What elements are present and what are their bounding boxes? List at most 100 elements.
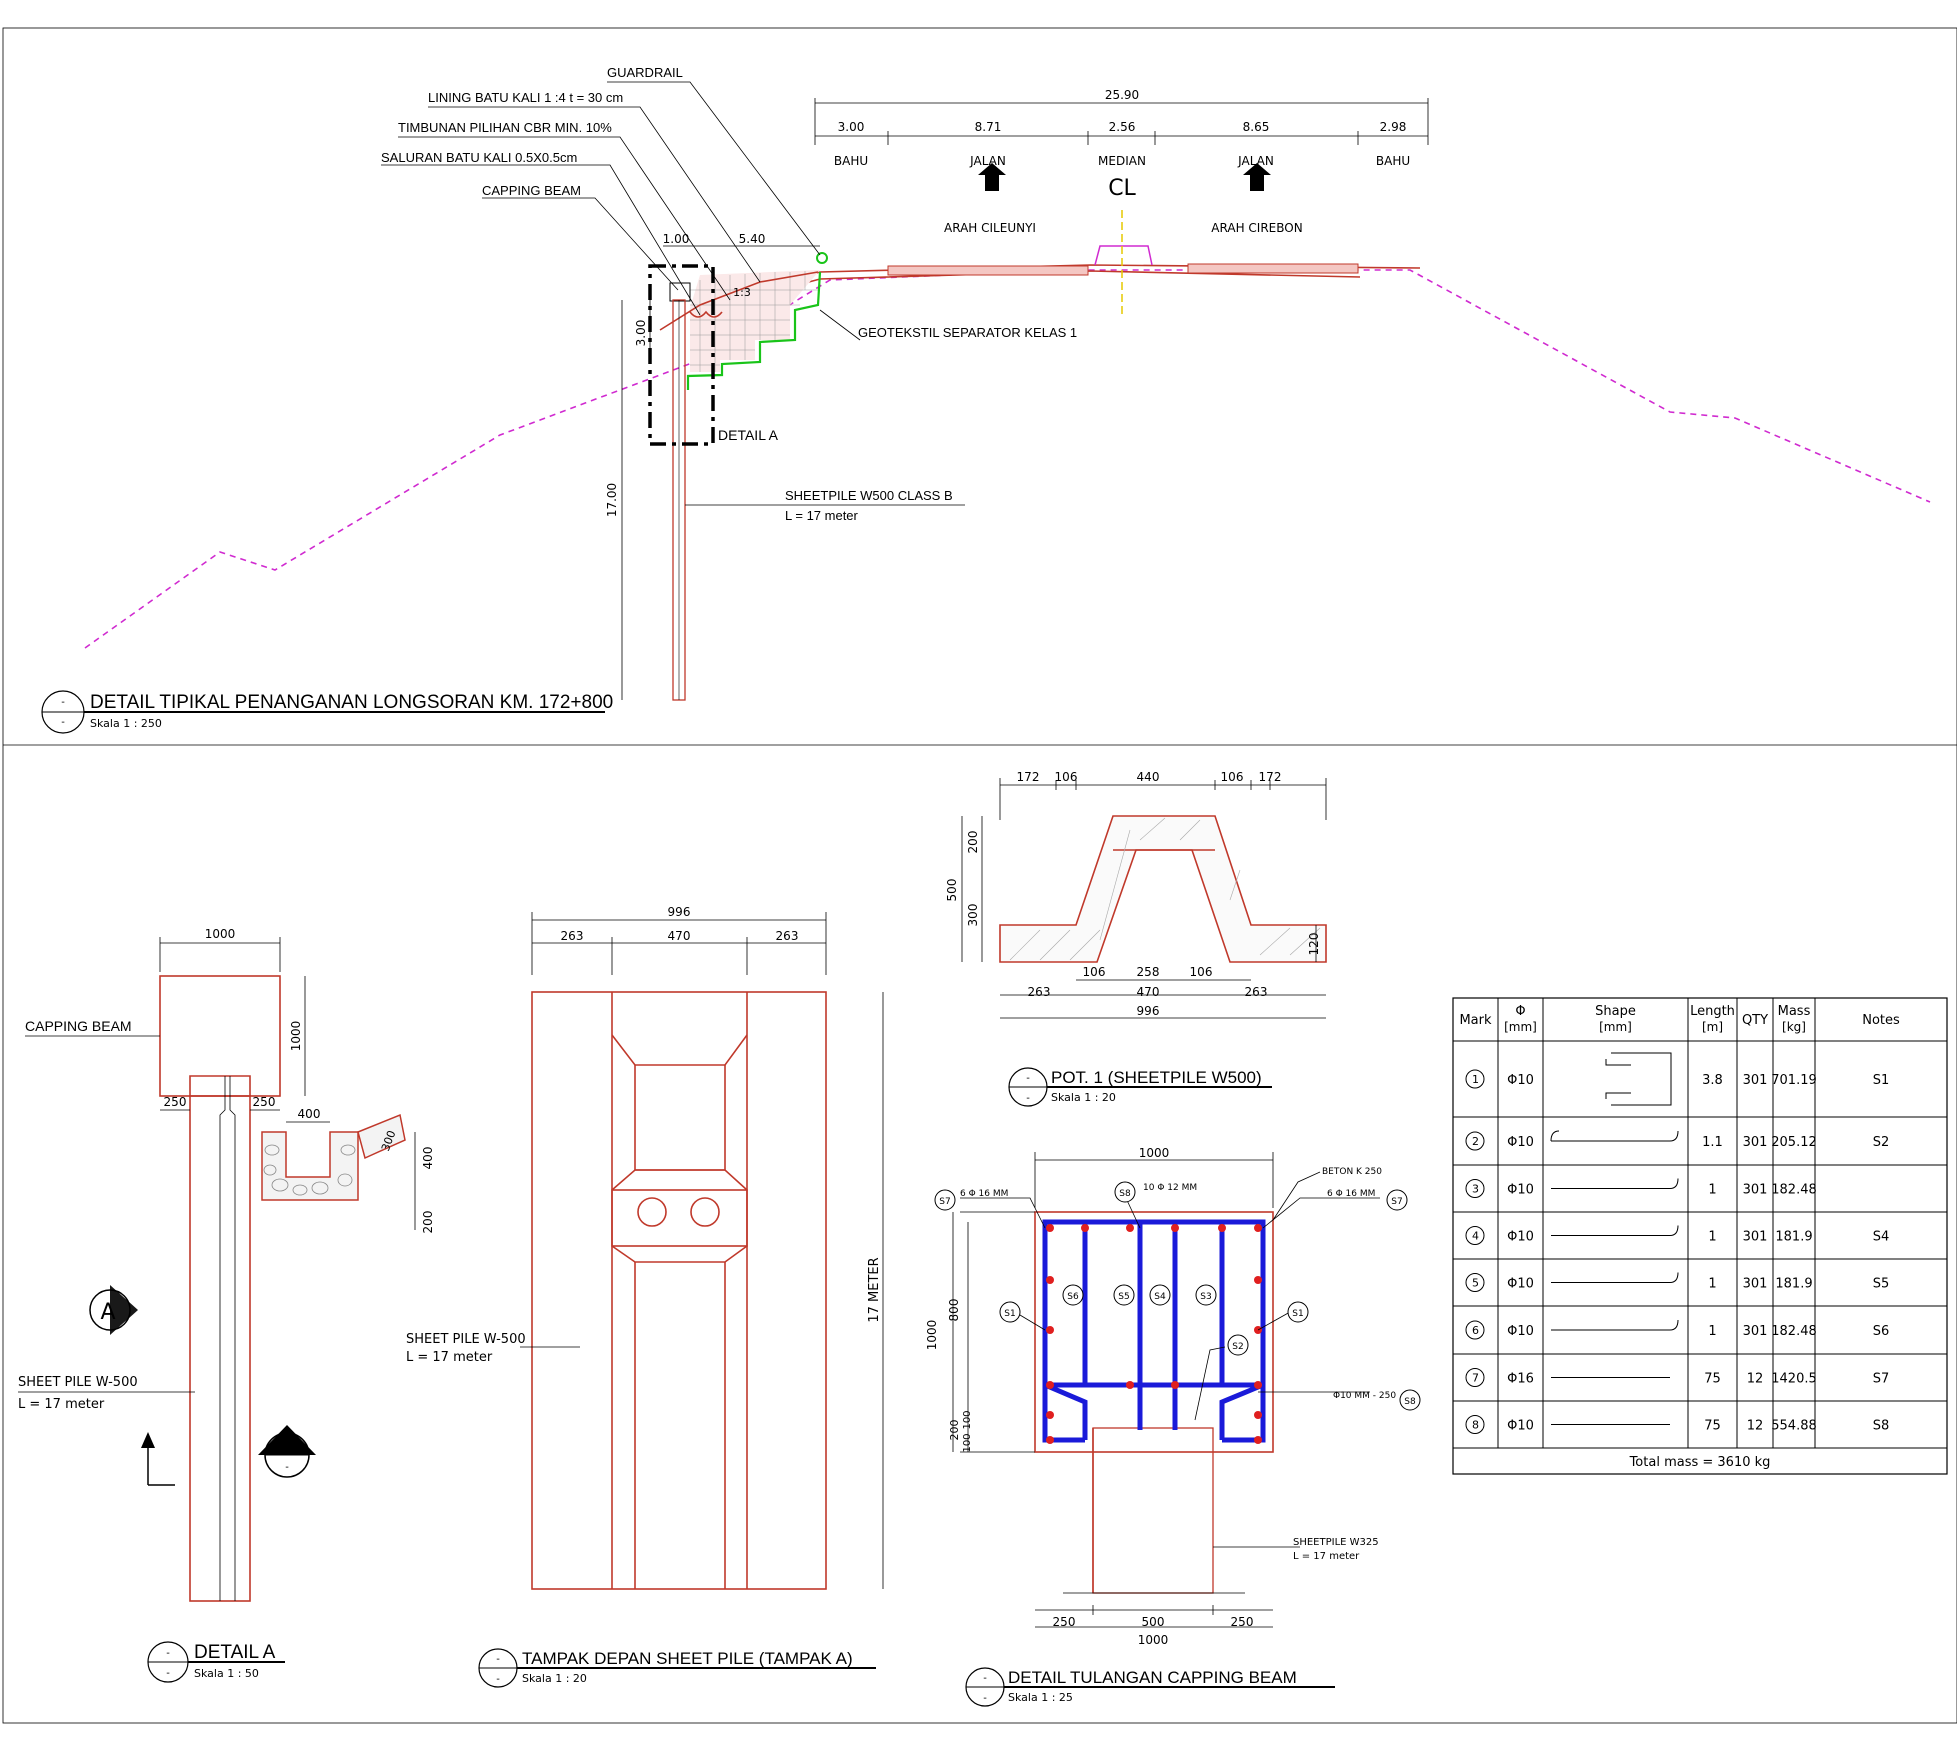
svg-text:S5: S5 (1118, 1292, 1129, 1302)
mark-circle (1465, 1226, 1485, 1245)
table-cell: S1 (1873, 1073, 1890, 1088)
table-header: Length (1690, 1004, 1735, 1019)
table-cell: 75 (1704, 1372, 1721, 1387)
label-detail-a: DETAIL A (718, 427, 779, 443)
svg-text:120: 120 (1307, 933, 1321, 956)
table-header: Φ (1515, 1004, 1525, 1019)
table-cell: S7 (1873, 1372, 1890, 1387)
dim-width: 1000 (205, 927, 236, 941)
pavement-right (1187, 263, 1359, 274)
dim-right: 250 (253, 1095, 276, 1109)
table-cell: 181.9 (1775, 1277, 1812, 1292)
capping-beam (159, 975, 281, 1097)
mark-circle (1465, 1179, 1485, 1198)
svg-text:1000: 1000 (1138, 1633, 1169, 1647)
svg-text:Φ10 MM - 250: Φ10 MM - 250 (1333, 1391, 1396, 1401)
label-guardrail: GUARDRAIL (607, 65, 683, 80)
svg-text:S8: S8 (1119, 1189, 1131, 1199)
svg-text:-: - (1026, 1093, 1030, 1104)
label-sheetpile-w325: SHEETPILE W325 (1293, 1537, 1379, 1548)
table-cell: S6 (1873, 1324, 1890, 1339)
table-cell: 1 (1708, 1324, 1716, 1339)
drain-channel (689, 310, 723, 318)
svg-text:1000: 1000 (925, 1320, 939, 1351)
svg-text:-: - (166, 1648, 170, 1659)
svg-text:S6: S6 (1067, 1292, 1079, 1302)
svg-text:263: 263 (1245, 985, 1268, 999)
svg-text:300: 300 (966, 904, 980, 927)
arrow-up-icon (978, 163, 1006, 191)
table-header-unit: [mm] (1599, 1020, 1632, 1034)
dim-left: 250 (164, 1095, 187, 1109)
table-cell: 301 (1743, 1277, 1768, 1292)
road-dims (814, 98, 1429, 145)
svg-text:440: 440 (1137, 770, 1160, 784)
table-cell: S4 (1873, 1230, 1890, 1245)
svg-text:106: 106 (1083, 965, 1106, 979)
table-cell: 1420.5 (1771, 1372, 1817, 1387)
dim-height: 17 METER (867, 1257, 882, 1322)
dim-seg-2: 8.71 (975, 120, 1002, 134)
svg-text:-: - (496, 1674, 500, 1685)
svg-text:800: 800 (947, 1299, 961, 1322)
capping-beam-small (669, 282, 691, 302)
svg-text:500: 500 (945, 879, 959, 902)
label-sheetpile: SHEETPILE W500 CLASS B (785, 488, 953, 503)
pot1-scale: Skala 1 : 20 (1051, 1091, 1116, 1104)
centerline-label: CL (1108, 176, 1136, 201)
table-cell: S8 (1873, 1419, 1890, 1434)
svg-text:-: - (1026, 1073, 1030, 1084)
dim-height: 1000 (289, 1021, 303, 1052)
dim-seg-5: 2.98 (1380, 120, 1407, 134)
dim-width: 1000 (1139, 1146, 1170, 1160)
svg-text:996: 996 (1137, 1004, 1160, 1018)
mark-circle (1465, 1273, 1485, 1292)
front-view: 996 263 470 263 17 METER SHEET PILE W-50… (406, 905, 884, 1688)
dim-mid: 470 (668, 929, 691, 943)
table-header-unit: [m] (1702, 1020, 1723, 1034)
lane-label-1: BAHU (834, 154, 868, 168)
table-cell: 301 (1743, 1135, 1768, 1150)
table-cell: 4 (1472, 1230, 1479, 1243)
mark-circle (1465, 1320, 1485, 1340)
label-sheetpile-length: L = 17 meter (785, 508, 859, 523)
lane-label-5: BAHU (1376, 154, 1410, 168)
svg-text:200: 200 (948, 1420, 961, 1441)
dim-channel: 400 (298, 1107, 321, 1121)
svg-text:S2: S2 (1232, 1342, 1243, 1352)
label-sheetpile-w325-length: L = 17 meter (1293, 1551, 1360, 1562)
dim-channel-h: 400 (421, 1147, 435, 1170)
table-cell: 205.12 (1771, 1135, 1817, 1150)
fill-hatch (690, 271, 820, 372)
table-cell: 1 (1708, 1277, 1716, 1292)
direction-left: ARAH CILEUNYI (944, 221, 1036, 235)
table-cell: 301 (1743, 1230, 1768, 1245)
dim-1-00: 1.00 (663, 232, 690, 246)
svg-text:250: 250 (1231, 1615, 1254, 1629)
label-saluran: SALURAN BATU KALI 0.5X0.5cm (381, 150, 577, 165)
svg-text:S3: S3 (1200, 1292, 1211, 1302)
dim-3-00: 3.00 (634, 320, 648, 347)
detail-a-title: DETAIL A (194, 1642, 276, 1663)
svg-text:263: 263 (1028, 985, 1051, 999)
svg-text:S4: S4 (1154, 1292, 1166, 1302)
table-cell: 12 (1747, 1419, 1764, 1434)
svg-text:S1: S1 (1292, 1309, 1303, 1319)
svg-text:-: - (983, 1693, 987, 1704)
original-ground-line (84, 269, 1931, 649)
table-cell: 181.9 (1775, 1230, 1812, 1245)
label-geotekstil: GEOTEKSTIL SEPARATOR KELAS 1 (858, 325, 1077, 340)
table-cell: S2 (1873, 1135, 1890, 1150)
table-cell: 8 (1472, 1419, 1479, 1432)
detail-a: 1000 1000 250 250 400 400 200 300 CAPPIN… (18, 927, 435, 1683)
bar-shape (1611, 1052, 1672, 1106)
label-sheet-pile-length: L = 17 meter (18, 1397, 105, 1412)
svg-text:S8: S8 (1404, 1397, 1416, 1407)
sheet-border (2, 27, 1957, 1724)
table-cell: Φ10 (1507, 1324, 1534, 1339)
label-timbunan: TIMBUNAN PILIHAN CBR MIN. 10% (398, 120, 612, 135)
svg-text:A: A (100, 1300, 115, 1325)
svg-text:S1: S1 (1004, 1309, 1015, 1319)
sheetpile-profile (999, 815, 1327, 963)
label-sheet-pile: SHEET PILE W-500 (18, 1375, 138, 1390)
